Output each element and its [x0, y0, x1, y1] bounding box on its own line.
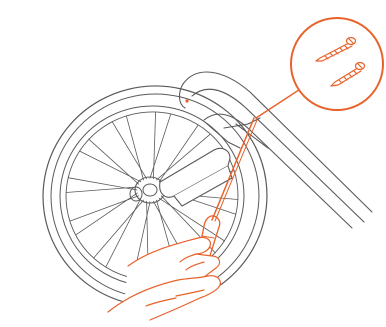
wheel-spoke — [153, 112, 155, 179]
wheel-spoke — [126, 116, 143, 180]
wheel-spoke — [66, 187, 137, 193]
callout-circle — [291, 18, 383, 110]
wheel-spoke — [79, 151, 140, 182]
wheel-spoke — [150, 114, 171, 178]
wheel-spoke — [159, 198, 224, 241]
wheel-spoke — [94, 200, 144, 258]
wheel-spoke — [106, 198, 141, 267]
callout-leader — [256, 86, 305, 118]
attachment-point-marker — [185, 99, 188, 102]
screw-callout — [256, 18, 383, 118]
hands — [108, 237, 220, 320]
wheel-spoke — [89, 139, 139, 184]
hub-inner — [143, 184, 157, 196]
wheel-spoke — [76, 193, 138, 235]
